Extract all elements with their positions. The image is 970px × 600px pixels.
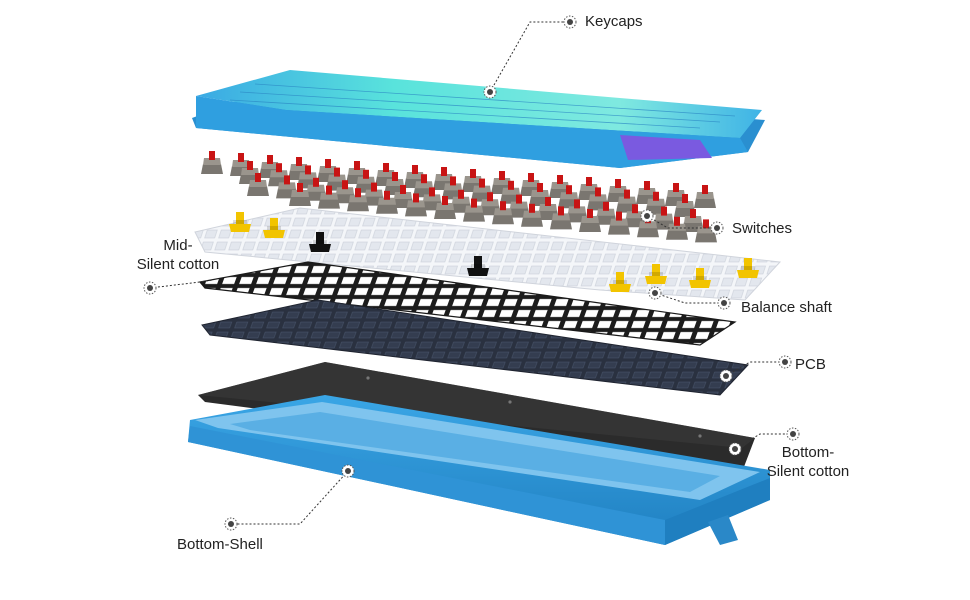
mid-silent-cotton-layer	[198, 261, 737, 346]
callout-dot	[563, 15, 577, 29]
label-bottom-silent-cotton: Bottom- Silent cotton	[758, 443, 858, 481]
switch	[376, 190, 398, 214]
switch	[492, 201, 514, 225]
label-balance-shaft: Balance shaft	[741, 299, 832, 316]
switch	[550, 206, 572, 230]
switch	[247, 173, 269, 196]
switches-layer	[201, 151, 717, 243]
callout-dot	[648, 286, 662, 300]
callout-dot	[719, 369, 733, 383]
callout-dot	[640, 209, 654, 223]
label-keycaps: Keycaps	[585, 13, 643, 30]
stabilizer	[229, 212, 251, 232]
pcb-layer	[201, 299, 750, 396]
callout-dot	[483, 85, 497, 99]
stabilizer	[263, 218, 285, 238]
callout-dot	[224, 517, 238, 531]
label-bottom-line1: Bottom-	[781, 444, 835, 461]
callout-dot	[143, 281, 157, 295]
switch	[608, 211, 630, 235]
switch	[347, 188, 369, 212]
stabilizer	[309, 232, 331, 252]
stabilizer	[467, 256, 489, 276]
callout-dot	[717, 296, 731, 310]
callout-dot	[710, 221, 724, 235]
label-switches: Switches	[732, 220, 793, 237]
switch	[665, 183, 687, 206]
label-bottom-line2: Silent cotton	[766, 463, 850, 480]
bottom-shell-layer	[188, 395, 770, 545]
label-bottom-shell: Bottom-Shell	[177, 536, 263, 553]
label-pcb: PCB	[795, 356, 826, 373]
switch	[201, 151, 223, 174]
label-mid-line2: Silent cotton	[136, 256, 220, 273]
callout-dots	[143, 15, 800, 531]
switch	[463, 198, 485, 222]
switch	[289, 183, 311, 206]
switch	[405, 193, 427, 217]
switch	[694, 185, 716, 208]
stabilizer	[689, 268, 711, 288]
switch	[549, 175, 571, 198]
label-mid-line1: Mid-	[163, 237, 193, 254]
switch	[434, 196, 456, 219]
switch	[579, 209, 601, 232]
callout-dot	[728, 442, 742, 456]
callout-dot	[778, 355, 792, 369]
callout-dot	[786, 427, 800, 441]
callout-dot	[341, 464, 355, 478]
label-mid-silent-cotton: Mid- Silent cotton	[130, 236, 226, 274]
switch	[521, 203, 543, 227]
keycaps-layer	[192, 70, 765, 168]
switch	[318, 185, 340, 209]
stabilizer	[737, 258, 759, 278]
plate-layer	[194, 207, 782, 301]
balance-shaft-stabilizers	[229, 212, 759, 292]
switch	[682, 209, 704, 232]
stabilizer	[645, 264, 667, 284]
stabilizer	[609, 272, 631, 292]
callout-lines	[149, 21, 793, 525]
switch	[666, 216, 688, 240]
